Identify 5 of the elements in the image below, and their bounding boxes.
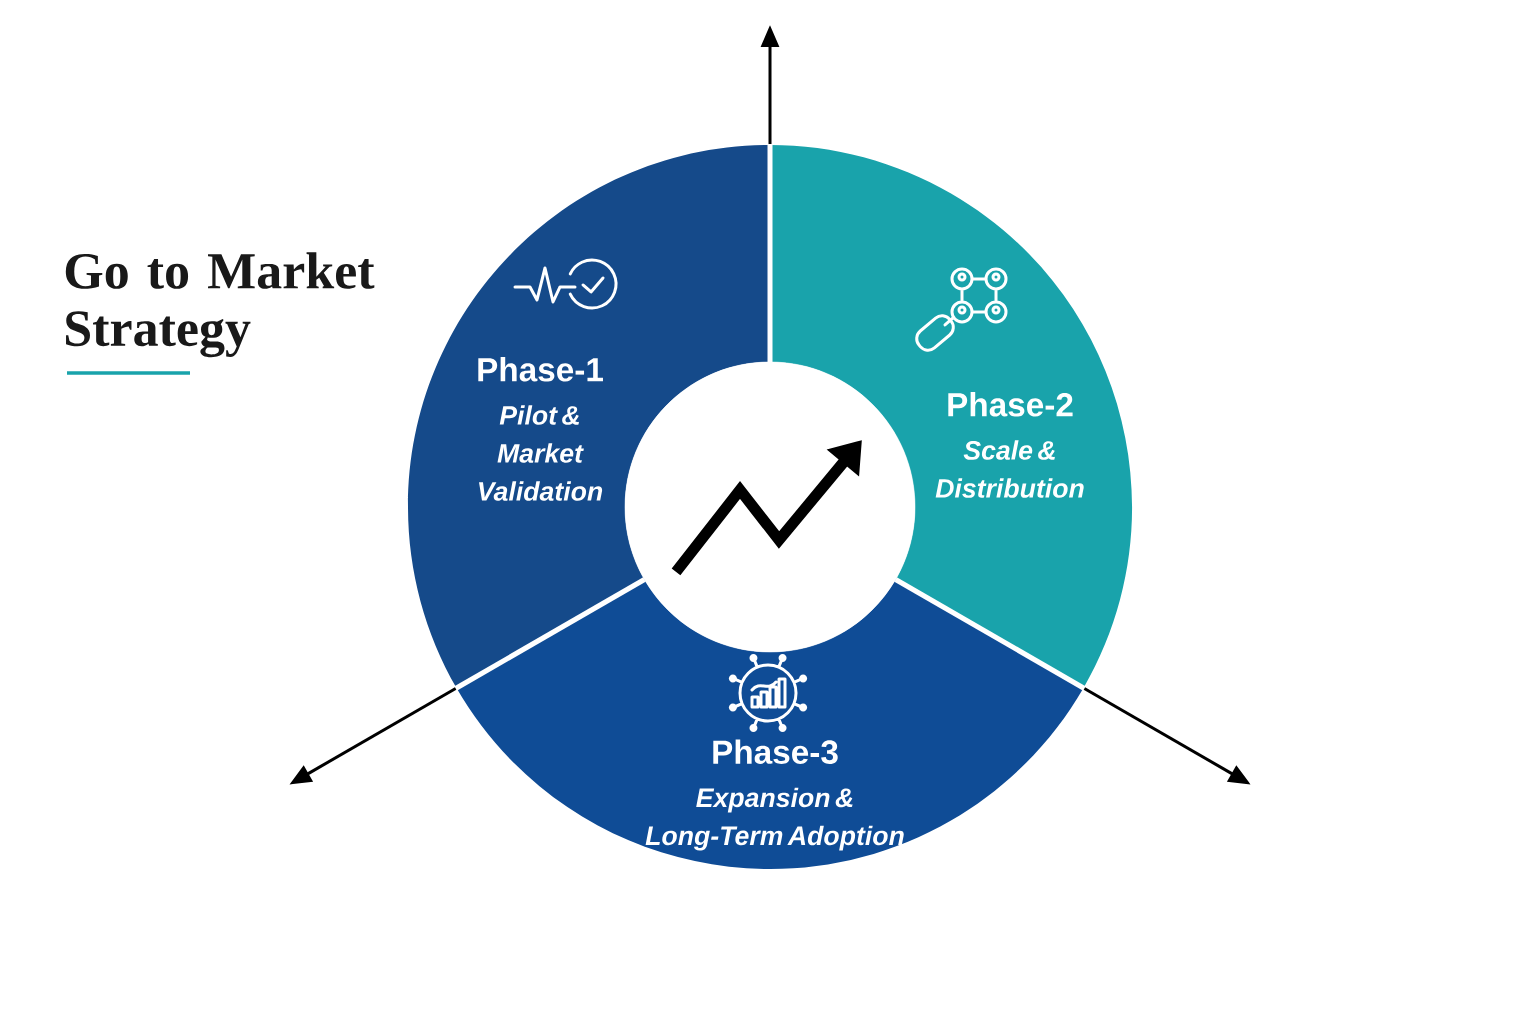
phase-segment: Phase-3 Expansion & Long-Term Adoption	[456, 579, 1084, 870]
phase-segment: Phase-1 Pilot & Market Validation	[408, 145, 770, 688]
phase-segment: Phase-2 Scale & Distribution	[770, 145, 1133, 688]
title: Go to Market Strategy	[65, 252, 375, 358]
center-circle	[624, 361, 916, 653]
